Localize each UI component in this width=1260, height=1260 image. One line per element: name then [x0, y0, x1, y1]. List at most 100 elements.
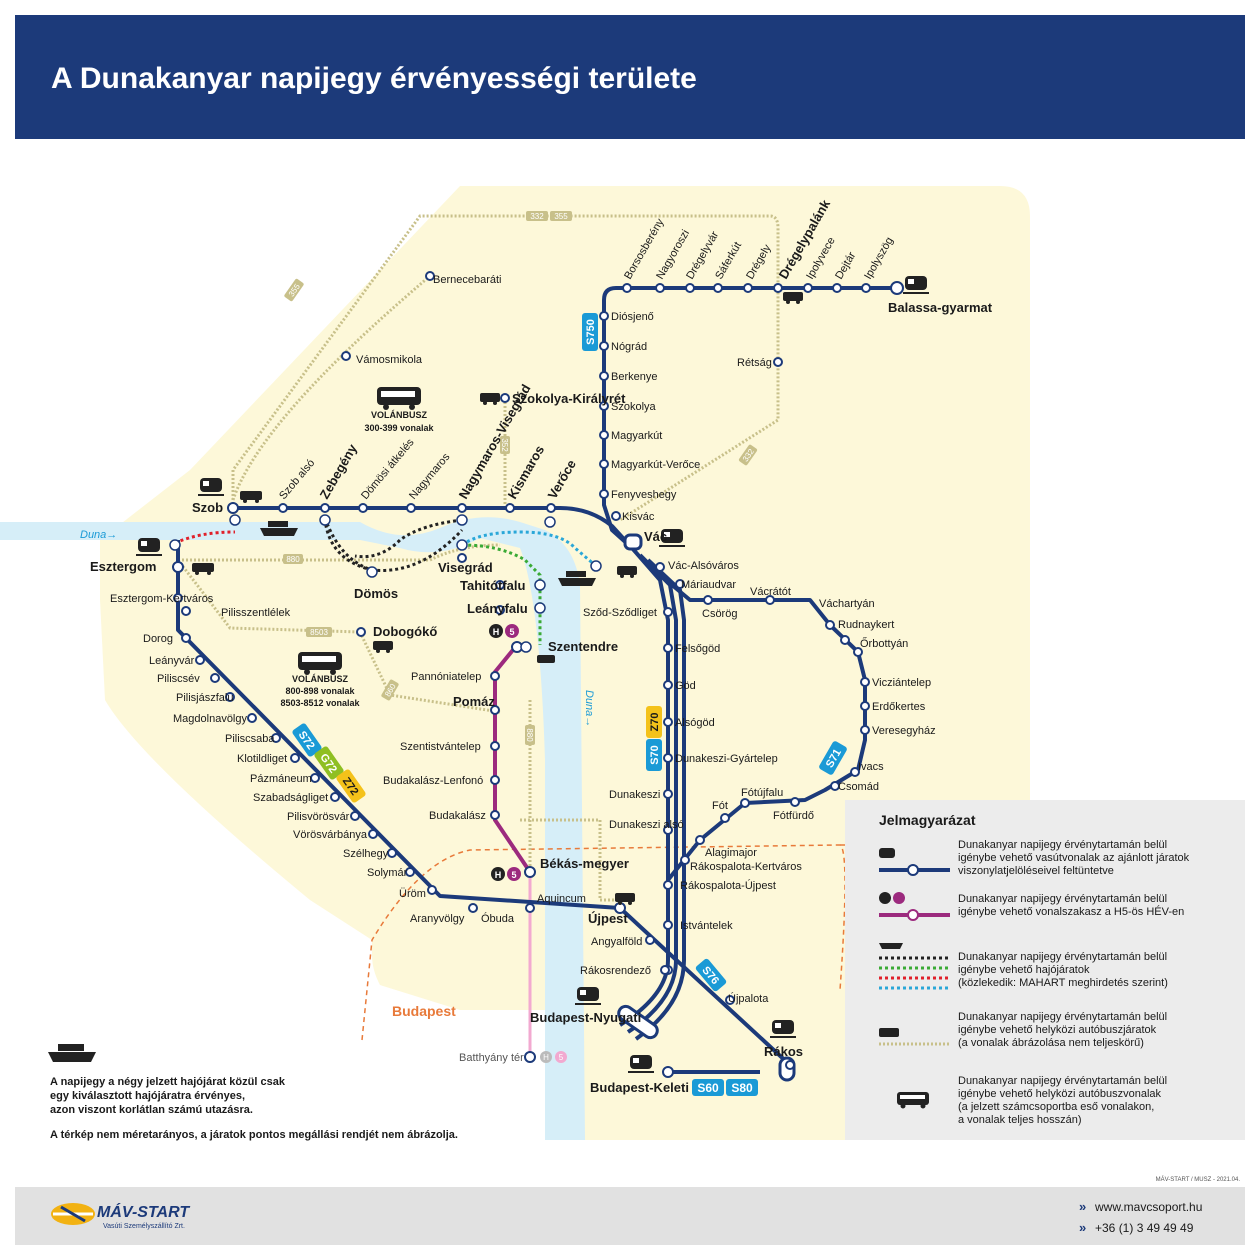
terminal-marker [623, 533, 643, 551]
legend-text: Dunakanyar napijegy érvénytartamán belül [958, 839, 1167, 851]
train-icon [903, 276, 929, 294]
station-label: Piliscsaba [225, 733, 275, 745]
station-label: Magyarkút [611, 430, 662, 442]
footer-bar: MÁV-START Vasúti Személyszállító Zrt. » … [15, 1187, 1245, 1245]
bus-note: VOLÁNBUSZ [371, 410, 428, 420]
station-label: Újpalota [728, 992, 769, 1005]
station-label: Szentistvántelep [400, 741, 481, 753]
station-label: Dorog [143, 633, 173, 645]
station-label: Angyalföld [591, 936, 642, 948]
station-label: Vörösvárbánya [293, 829, 368, 841]
station-label: Dunakeszi [609, 789, 660, 801]
line-badge: S80 [731, 1081, 753, 1095]
station-label: Óbuda [481, 912, 515, 925]
station-dots [172, 271, 904, 1078]
legend-boat-symbol [879, 943, 950, 990]
station-label: Szabadságliget [253, 792, 328, 804]
station-label: Máriaudvar [681, 579, 736, 591]
station-label: Leányfalu [467, 601, 528, 616]
hev-badge: H [493, 627, 500, 637]
station-label: Vicziántelep [872, 677, 931, 689]
station-label: Solymár [367, 867, 408, 879]
station-label: Budapest-Keleti [590, 1080, 689, 1095]
station-label: Vácrátót [750, 586, 791, 598]
note-line: azon viszont korlátlan számú utazásra. [50, 1104, 253, 1116]
legend-text: (közlekedik: MAHART meghirdetés szerint) [958, 977, 1168, 989]
station-label: Őrbottyán [860, 636, 908, 650]
station-label: Istvántelek [680, 920, 733, 932]
station-label: Budakalász-Lenfonó [383, 775, 483, 787]
bus-note: 800-898 vonalak [285, 686, 355, 696]
legend-text: Dunakanyar napijegy érvénytartamán belül [958, 951, 1167, 963]
line-badge: S750 [585, 319, 597, 345]
station-label: Klotildliget [237, 753, 287, 765]
ship-icon [260, 521, 298, 536]
legend-text: (a jelzett számcsoportba eső vonalakon, [958, 1101, 1154, 1113]
station-label: Pázmáneum [250, 773, 312, 785]
terminal-marker [617, 1004, 659, 1040]
station-label: Aranyvölgy [410, 913, 465, 925]
station-label: Tahitótfalu [460, 578, 526, 593]
bus-icon [240, 491, 262, 503]
legend-rail-symbol [879, 848, 950, 876]
train-icon [770, 1020, 796, 1038]
arrow-icon: » [1079, 1199, 1086, 1214]
legend-text: igénybe vehető helyközi autóbuszjáratok [958, 1024, 1157, 1036]
station-label: Ivacs [858, 761, 884, 773]
legend-text: igénybe vehető vasútvonalak az ajánlott … [958, 852, 1190, 864]
station-label: Fót [712, 800, 728, 812]
legend-bus-line-symbol [897, 1092, 929, 1109]
rail-lines [176, 286, 897, 1074]
bus-number: 332 [530, 212, 544, 221]
website-link[interactable]: www.mavcsoport.hu [1094, 1200, 1202, 1214]
station-label: Dömös [354, 586, 398, 601]
station-label: Sződ-Sződliget [583, 607, 657, 619]
legend-text: a vonalak teljes hosszán) [958, 1114, 1082, 1126]
station-label: Rákos [764, 1044, 803, 1059]
station-label: Kisvác [622, 511, 655, 523]
note-line: A napijegy a négy jelzett hajójárat közü… [50, 1076, 286, 1088]
station-label: Rudnaykert [838, 619, 894, 631]
note-line: egy kiválasztott hajójáratra érvényes, [50, 1090, 245, 1102]
bus-icon [617, 566, 637, 578]
station-label: Visegrád [438, 560, 493, 575]
bus-icon [480, 393, 500, 405]
station-label: Szokolya-Királyrét [512, 391, 626, 406]
legend-text: (a vonalak ábrázolása nem teljeskörű) [958, 1037, 1144, 1049]
note-line: A térkép nem méretarányos, a járatok pon… [50, 1129, 458, 1141]
bus-number: 880 [525, 728, 534, 742]
station-label: Váchartyán [819, 598, 875, 610]
train-icon [136, 538, 162, 556]
station-label: Piliscsév [157, 673, 200, 685]
station-label: Pomáz [453, 694, 495, 709]
bus-icon [783, 292, 803, 304]
legend-panel: Jelmagyarázat Dunakanyar napijegy érvény… [845, 800, 1245, 1140]
station-label: Leányvár [149, 655, 195, 667]
train-icon [659, 529, 685, 547]
bus-number-labels: 332 355 355 352 880 8503 860 880 332 [283, 211, 758, 745]
station-label: Budapest-Nyugati [530, 1010, 641, 1025]
page-title: A Dunakanyar napijegy érvényességi terül… [51, 62, 697, 95]
station-label: Vác-Alsóváros [668, 560, 739, 572]
bus-note: VOLÁNBUSZ [292, 674, 349, 684]
bus-icon [298, 652, 342, 675]
logo-text: MÁV-START [97, 1202, 190, 1221]
station-label: Rákospalota-Kertváros [690, 861, 802, 873]
station-label: Szélhegy [343, 848, 389, 860]
station-label: Szob [192, 500, 223, 515]
station-label: Csörög [702, 608, 737, 620]
footer-graphic: MÁV-START Vasúti Személyszállító Zrt. » … [51, 1199, 1202, 1235]
legend-text: Dunakanyar napijegy érvénytartamán belül [958, 1075, 1167, 1087]
ferry-dock-markers [169, 514, 602, 653]
station-label: Vámosmikola [356, 354, 423, 366]
station-label: Dobogókő [373, 624, 437, 639]
station-label: Vác [644, 529, 667, 544]
station-label: Fótfürdő [773, 810, 814, 822]
hev-badge: 5 [511, 870, 516, 880]
bus-number: 8503 [310, 628, 328, 637]
station-label: Berkenye [611, 371, 657, 383]
hev-badge: H [543, 1053, 549, 1062]
legend-title: Jelmagyarázat [879, 812, 976, 828]
train-icon [198, 478, 224, 496]
